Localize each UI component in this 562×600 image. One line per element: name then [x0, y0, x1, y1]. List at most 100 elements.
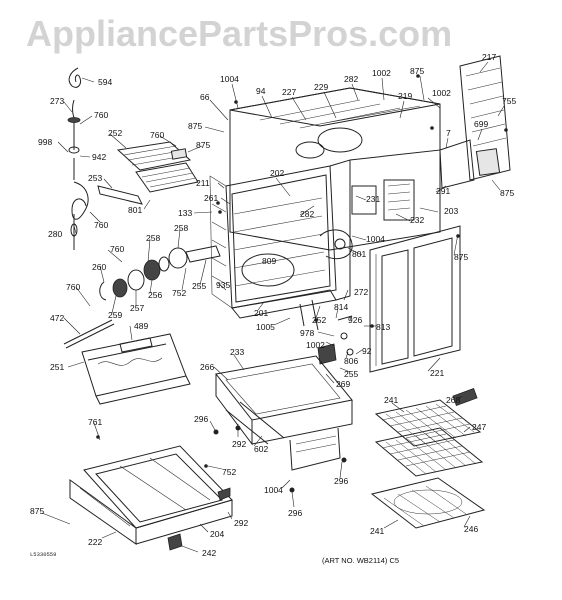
part-label-201: 201	[254, 308, 268, 318]
part-label-296: 296	[288, 508, 302, 518]
part-label-94: 94	[256, 86, 266, 96]
part-label-801: 801	[352, 249, 366, 259]
part-label-755: 755	[502, 96, 516, 106]
part-label-296: 296	[334, 476, 348, 486]
part-label-926: 926	[348, 315, 362, 325]
part-label-222: 222	[88, 537, 102, 547]
part-label-813: 813	[376, 322, 390, 332]
part-label-935: 935	[216, 280, 230, 290]
part-label-760: 760	[94, 220, 108, 230]
part-label-221: 221	[430, 368, 444, 378]
part-label-594: 594	[98, 77, 112, 87]
oven-cabinet	[209, 87, 441, 331]
part-label-247: 247	[472, 422, 486, 432]
part-label-1002: 1002	[306, 340, 325, 350]
part-label-292: 292	[232, 439, 246, 449]
part-label-489: 489	[134, 321, 148, 331]
part-label-602: 602	[254, 444, 268, 454]
part-label-92: 92	[362, 346, 372, 356]
part-label-806: 806	[344, 356, 358, 366]
part-label-472: 472	[50, 313, 64, 323]
sensor-cable	[67, 67, 89, 250]
part-label-273: 273	[50, 96, 64, 106]
part-label-268: 268	[446, 395, 460, 405]
part-label-291: 291	[436, 186, 450, 196]
part-label-942: 942	[92, 152, 106, 162]
part-label-233: 233	[230, 347, 244, 357]
part-label-1004: 1004	[220, 74, 239, 84]
part-label-761: 761	[88, 417, 102, 427]
part-label-1002: 1002	[372, 68, 391, 78]
part-label-7: 7	[446, 128, 451, 138]
part-label-211: 211	[196, 178, 210, 188]
storage-drawer	[69, 445, 233, 551]
hinge-assembly	[317, 315, 354, 365]
part-label-760: 760	[94, 110, 108, 120]
part-label-232: 232	[410, 215, 424, 225]
part-label-280: 280	[48, 229, 62, 239]
part-label-258: 258	[174, 223, 188, 233]
igniter-part	[97, 185, 143, 205]
broiler-rod	[63, 319, 115, 349]
control-panel-back	[439, 55, 511, 189]
oven-racks	[370, 388, 486, 529]
fastener-dots	[96, 74, 508, 493]
part-label-699: 699	[474, 119, 488, 129]
storage-drawer-frame	[215, 355, 353, 471]
part-label-251: 251	[50, 362, 64, 372]
part-label-242: 242	[202, 548, 216, 558]
part-label-752: 752	[172, 288, 186, 298]
part-label-1005: 1005	[256, 322, 275, 332]
part-label-875: 875	[454, 252, 468, 262]
part-label-66: 66	[200, 92, 210, 102]
part-label-752: 752	[222, 467, 236, 477]
part-label-875: 875	[500, 188, 514, 198]
part-label-255: 255	[344, 369, 358, 379]
part-label-875: 875	[410, 66, 424, 76]
part-label-256: 256	[148, 290, 162, 300]
part-label-809: 809	[262, 256, 276, 266]
part-label-998: 998	[38, 137, 52, 147]
part-label-231: 231	[366, 194, 380, 204]
part-label-814: 814	[334, 302, 348, 312]
part-label-260: 260	[92, 262, 106, 272]
part-label-252: 252	[312, 315, 326, 325]
part-label-259: 259	[108, 310, 122, 320]
broiler-pan	[81, 333, 191, 405]
oven-door	[369, 225, 461, 373]
part-label-875: 875	[188, 121, 202, 131]
part-label-258: 258	[146, 233, 160, 243]
part-label-204: 204	[210, 529, 224, 539]
leader-lines	[41, 61, 505, 553]
bake-element	[116, 141, 199, 193]
part-label-219: 219	[398, 91, 412, 101]
watermark-text: AppliancePartsPros.com	[26, 13, 452, 54]
part-label-282: 282	[344, 74, 358, 84]
part-label-241: 241	[370, 526, 384, 536]
part-label-282: 282	[300, 209, 314, 219]
part-label-1004: 1004	[366, 234, 385, 244]
part-label-875: 875	[30, 506, 44, 516]
part-label-133: 133	[178, 208, 192, 218]
part-number-labels: 594 273 760 998 942 252 760 875 253 211 …	[30, 52, 516, 558]
part-label-257: 257	[130, 303, 144, 313]
part-label-217: 217	[482, 52, 496, 62]
part-label-292: 292	[234, 518, 248, 528]
part-label-801: 801	[128, 205, 142, 215]
part-label-261: 261	[204, 193, 218, 203]
part-label-978: 978	[300, 328, 314, 338]
part-label-252: 252	[108, 128, 122, 138]
drawing-code: L5330559	[30, 551, 56, 558]
part-label-760: 760	[66, 282, 80, 292]
part-label-227: 227	[282, 87, 296, 97]
part-label-1004: 1004	[264, 485, 283, 495]
part-label-269: 269	[336, 379, 350, 389]
part-label-255: 255	[192, 281, 206, 291]
part-label-1002: 1002	[432, 88, 451, 98]
part-label-875: 875	[196, 140, 210, 150]
part-label-296: 296	[194, 414, 208, 424]
part-label-202: 202	[270, 168, 284, 178]
part-label-241: 241	[384, 395, 398, 405]
part-label-760: 760	[110, 244, 124, 254]
